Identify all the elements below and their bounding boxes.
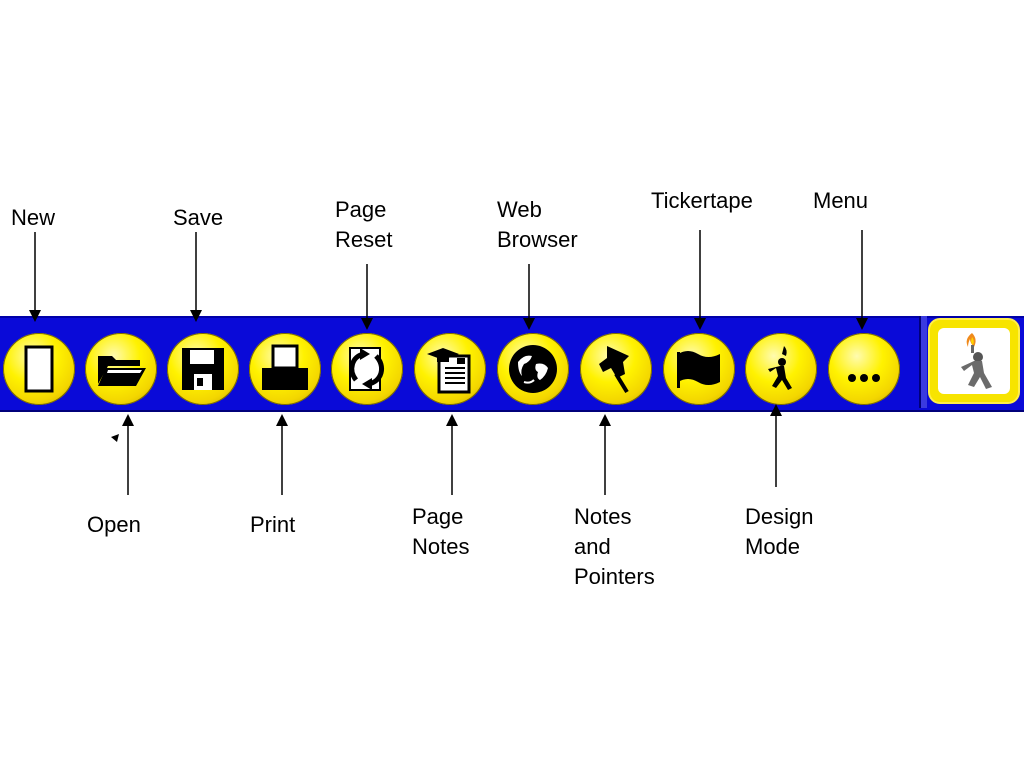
new-page-icon [24, 345, 54, 393]
label-line: Page [335, 197, 387, 222]
label-line: Menu [813, 188, 869, 213]
label-print: Print [250, 510, 295, 540]
label-line: Save [173, 205, 224, 230]
label-menu: Menu [813, 186, 868, 216]
pushpin-icon [599, 346, 629, 394]
label-save: Save [173, 203, 223, 233]
torch-figure-logo [961, 333, 992, 389]
logo-inner [938, 328, 1010, 394]
flag-icon [677, 351, 720, 388]
app-logo[interactable] [928, 318, 1020, 404]
label-line: Web [497, 197, 542, 222]
label-page-notes: Page Notes [412, 502, 469, 562]
label-line: Notes [574, 504, 632, 529]
page-reset-button[interactable] [331, 333, 403, 405]
toolbar-separator [919, 316, 927, 408]
label-line: Design [745, 504, 814, 529]
page-reset-icon [349, 347, 385, 391]
web-browser-button[interactable] [497, 333, 569, 405]
ellipsis-icon [848, 374, 880, 382]
notes-and-pointers-button[interactable] [580, 333, 652, 405]
label-line: Notes [412, 534, 470, 559]
design-mode-button[interactable] [745, 333, 817, 405]
page-notes-button[interactable] [414, 333, 486, 405]
stray-arrowhead [111, 434, 119, 442]
label-line: Browser [497, 227, 578, 252]
open-folder-icon [98, 356, 146, 386]
label-line: Print [250, 512, 296, 537]
open-button[interactable] [85, 333, 157, 405]
label-line: and [574, 534, 611, 559]
save-disk-icon [182, 348, 224, 390]
design-mode-icon [768, 346, 792, 390]
label-page-reset: Page Reset [335, 195, 392, 255]
tickertape-button[interactable] [663, 333, 735, 405]
label-line: Reset [335, 227, 393, 252]
print-button[interactable] [249, 333, 321, 405]
save-button[interactable] [167, 333, 239, 405]
label-line: Page [412, 504, 464, 529]
label-line: New [11, 205, 56, 230]
label-line: Mode [745, 534, 801, 559]
menu-button[interactable] [828, 333, 900, 405]
label-line: Tickertape [651, 188, 753, 213]
label-tickertape: Tickertape [651, 186, 753, 216]
label-new: New [11, 203, 55, 233]
label-open: Open [87, 510, 141, 540]
new-button[interactable] [3, 333, 75, 405]
label-web-browser: Web Browser [497, 195, 578, 255]
label-notes-and-pointers: Notes and Pointers [574, 502, 655, 592]
page-notes-icon [427, 348, 471, 394]
printer-icon [262, 344, 308, 390]
label-line: Pointers [574, 564, 655, 589]
globe-icon [509, 345, 557, 393]
label-line: Open [87, 512, 141, 537]
label-design-mode: Design Mode [745, 502, 813, 562]
